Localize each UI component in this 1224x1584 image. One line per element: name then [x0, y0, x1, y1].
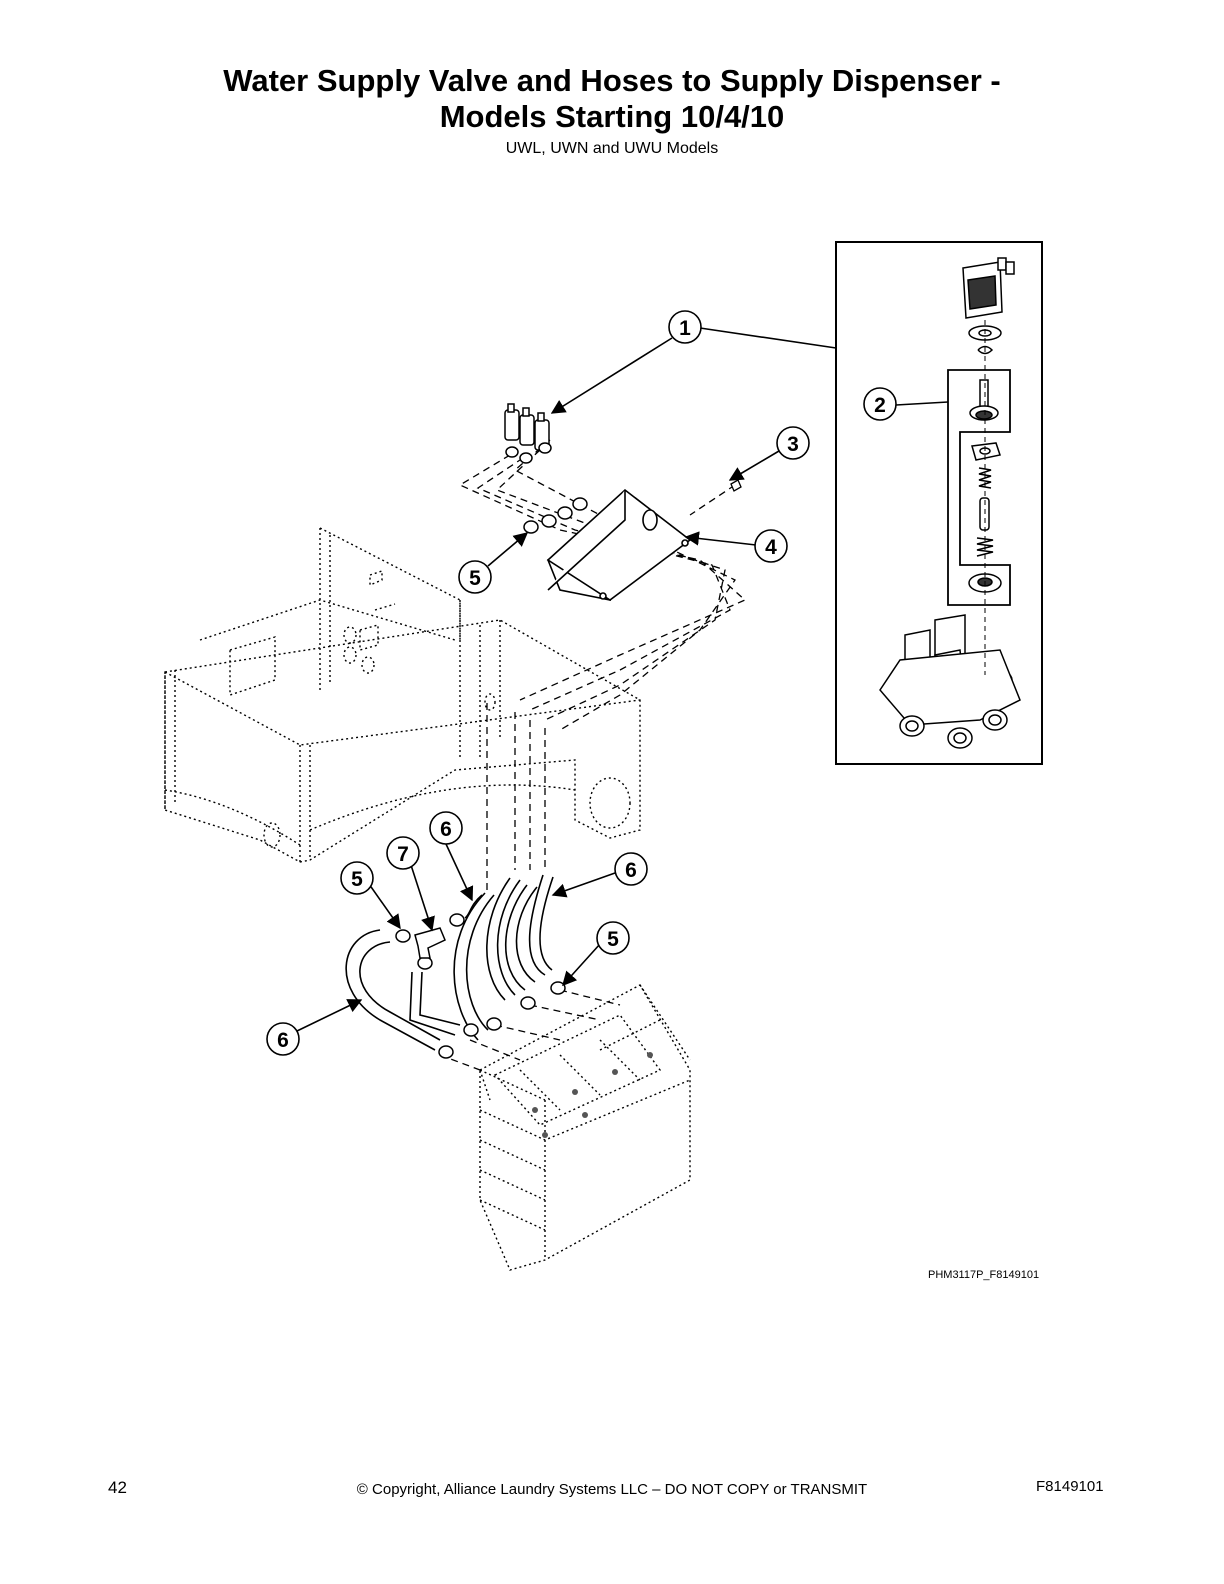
- svg-text:5: 5: [351, 868, 363, 891]
- svg-text:4: 4: [765, 536, 777, 559]
- svg-text:6: 6: [625, 859, 637, 882]
- svg-text:1: 1: [679, 317, 691, 340]
- callout-6-right: 6: [614, 852, 648, 886]
- callout-6-upper: 6: [429, 811, 463, 845]
- svg-text:6: 6: [440, 818, 452, 841]
- dispenser-assembly: [479, 984, 691, 1271]
- callout-3: 3: [776, 426, 810, 460]
- callout-5-left: 5: [340, 861, 374, 895]
- callouts: 1 2 3 4 5 5 5 6 6 6 6 7: [266, 310, 897, 1056]
- cabinet-frame: [164, 527, 641, 863]
- svg-text:7: 7: [397, 843, 409, 866]
- hoses: [345, 874, 554, 1051]
- callout-4: 4: [754, 529, 788, 563]
- callout-7: 7: [386, 836, 420, 870]
- water-valve: [504, 403, 552, 464]
- svg-text:6: 6: [277, 1029, 289, 1052]
- page-title-line-2: Models Starting 10/4/10: [439, 99, 785, 134]
- svg-text:3: 3: [787, 433, 799, 456]
- leader-lines: [296, 327, 949, 1032]
- document-code: F8149101: [1036, 1478, 1104, 1495]
- dispenser-compartment-marks: [532, 1052, 653, 1138]
- page-number: 42: [108, 1478, 127, 1497]
- page-subtitle: UWL, UWN and UWU Models: [505, 140, 719, 157]
- callout-5-upper: 5: [458, 560, 492, 594]
- exploded-view-box: [835, 241, 1043, 765]
- svg-text:5: 5: [469, 567, 481, 590]
- copyright-notice: © Copyright, Alliance Laundry Systems LL…: [356, 1481, 868, 1498]
- routing-lines: [439, 439, 747, 1071]
- page-title-line-1: Water Supply Valve and Hoses to Supply D…: [223, 63, 1001, 98]
- y-connector: [414, 927, 446, 959]
- hose-clamps-upper: [523, 497, 588, 534]
- svg-text:5: 5: [607, 928, 619, 951]
- svg-text:2: 2: [874, 394, 886, 417]
- mounting-bracket: [546, 488, 692, 602]
- screw: [730, 479, 742, 492]
- callout-1: 1: [668, 310, 702, 344]
- callout-6-lower: 6: [266, 1022, 300, 1056]
- callout-5-right: 5: [596, 921, 630, 955]
- callout-2: 2: [863, 387, 897, 421]
- exploded-parts: [879, 257, 1021, 749]
- figure-code: PHM3117P_F8149101: [928, 1269, 1040, 1281]
